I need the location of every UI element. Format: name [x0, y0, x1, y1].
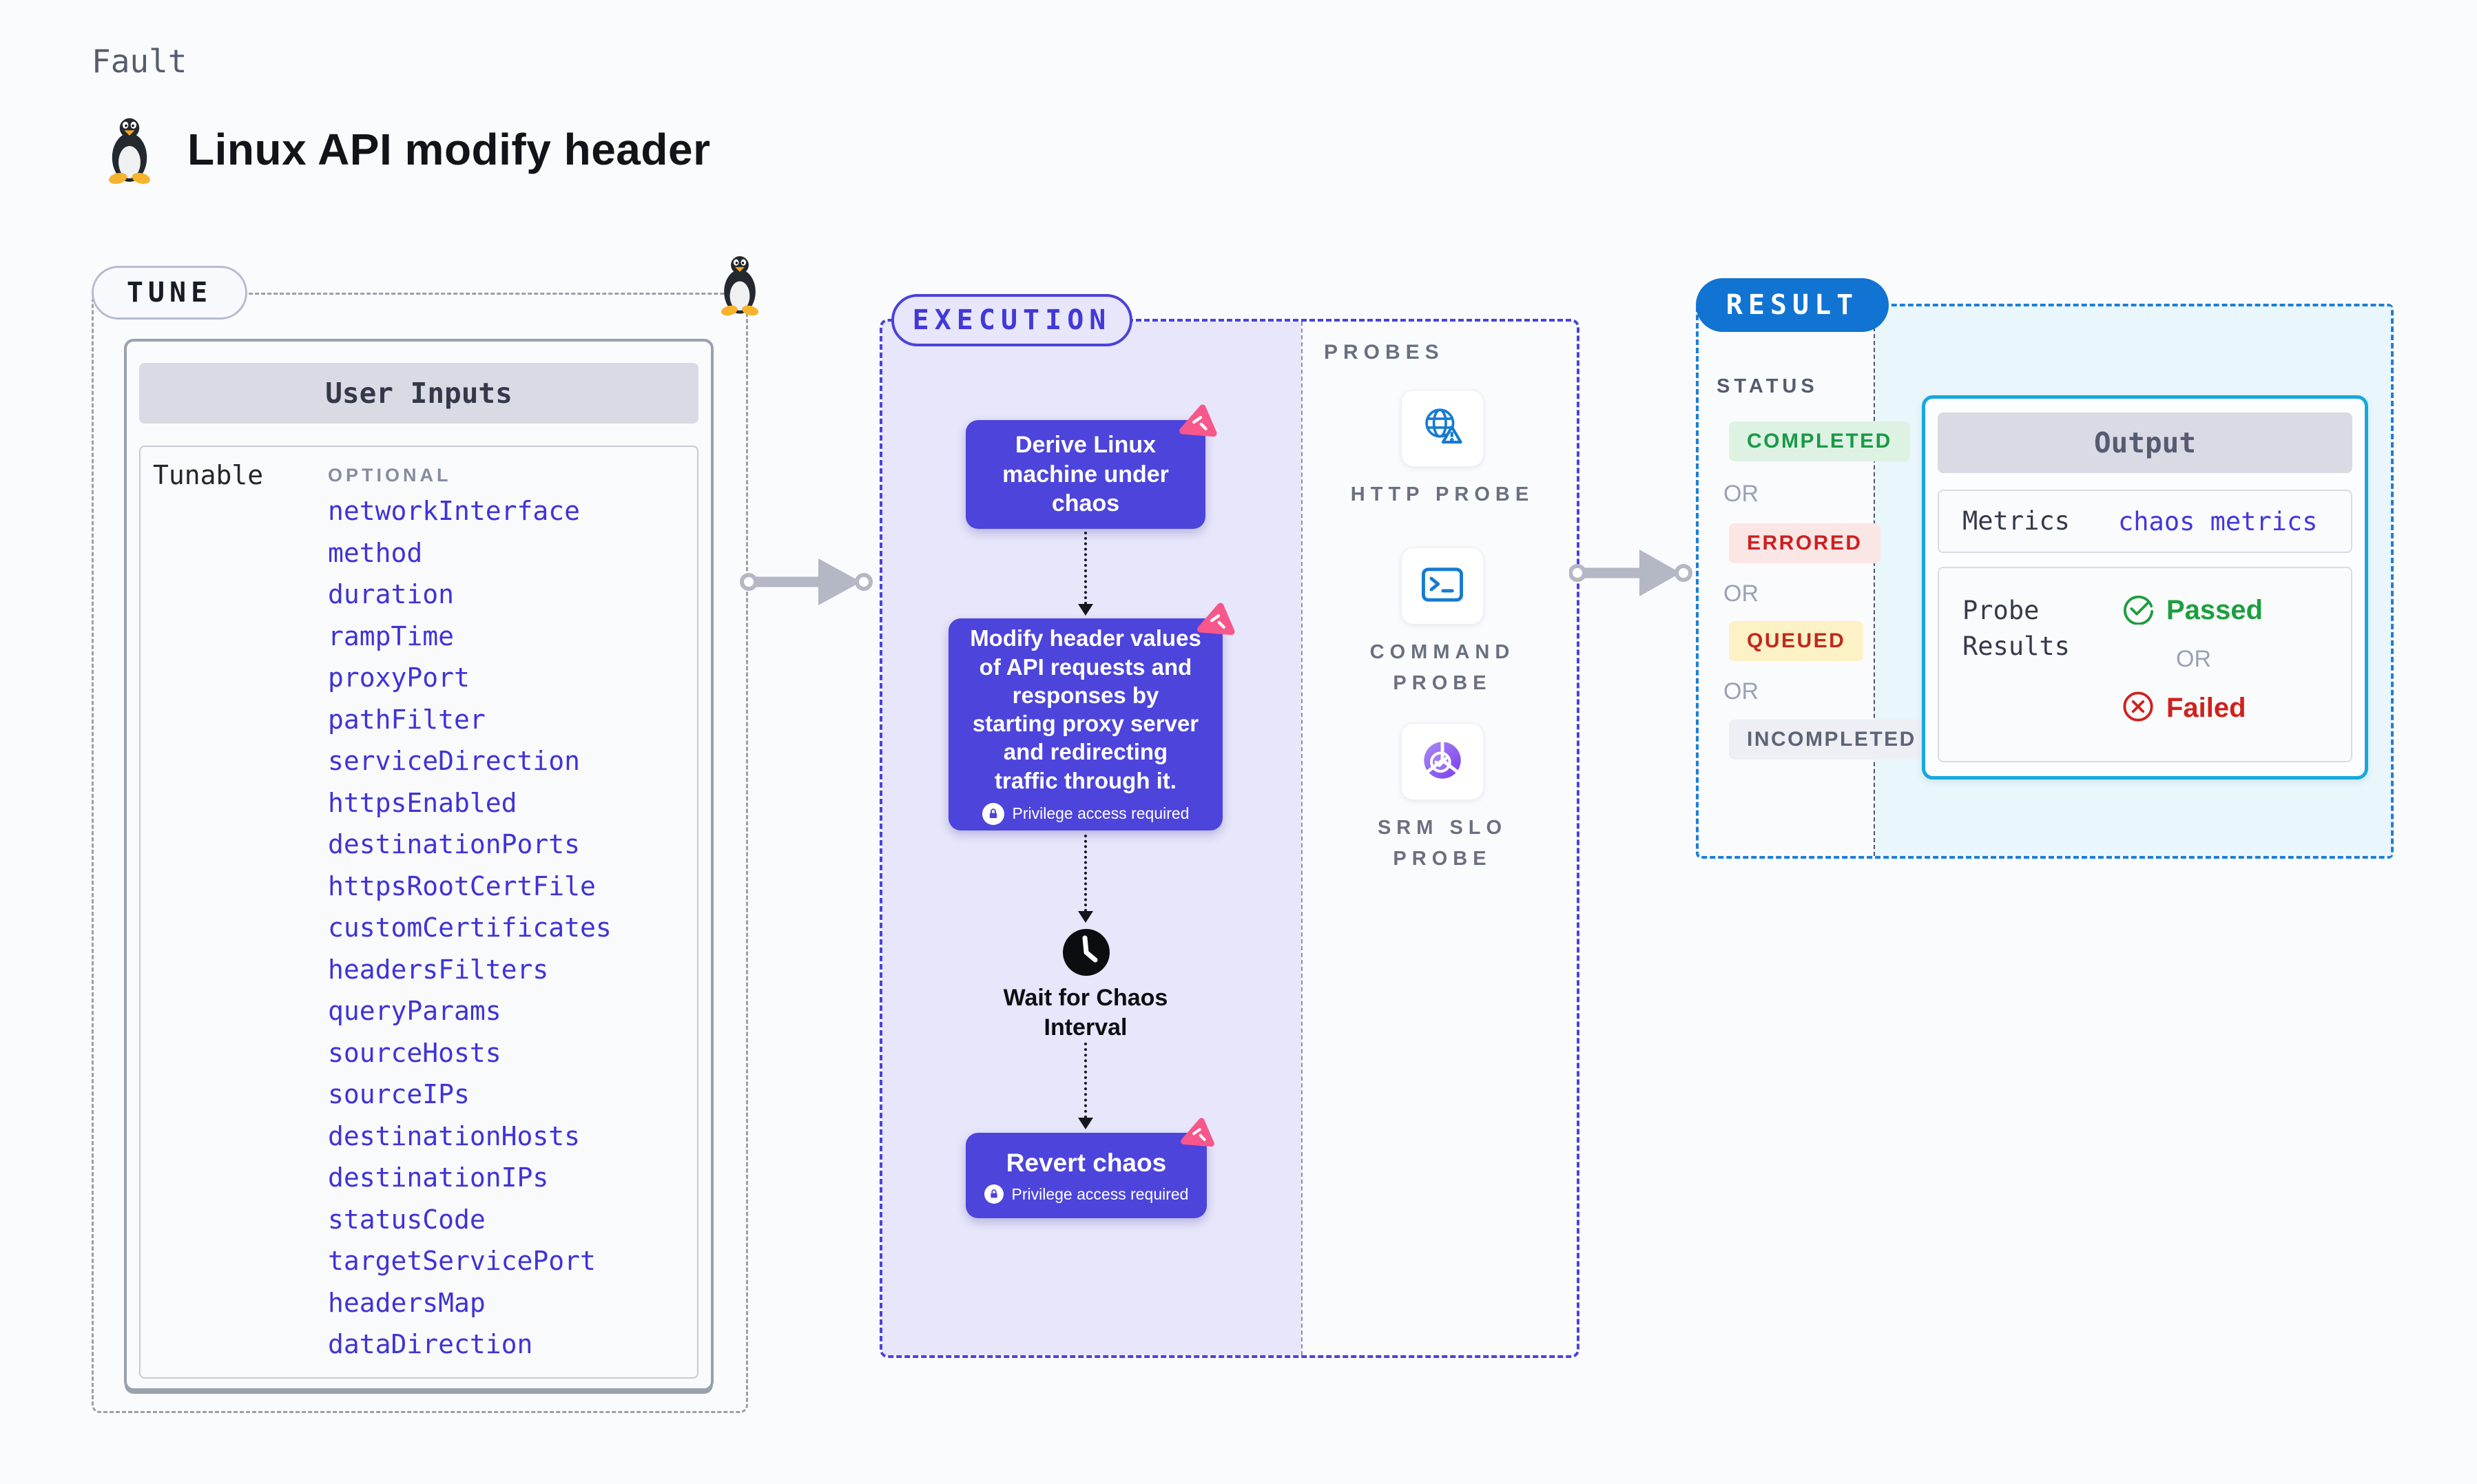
tunable-param-link[interactable]: headersMap: [328, 1287, 486, 1318]
tunable-param-link[interactable]: destinationHosts: [328, 1120, 581, 1151]
result-badge: RESULT: [1696, 278, 1889, 332]
check-circle-icon: [2122, 593, 2154, 628]
tunable-param-link[interactable]: sourceIPs: [328, 1079, 470, 1110]
tunable-param-link[interactable]: serviceDirection: [328, 746, 581, 777]
tunables-box: [139, 446, 698, 1379]
tunable-param-list: networkInterface method duration rampTime pr…: [328, 490, 686, 1366]
tunable-row-label: Tunable: [153, 460, 264, 490]
tunable-param-link[interactable]: pathFilter: [328, 704, 486, 735]
output-header: Output: [1938, 412, 2352, 473]
flow-arrow-down: [1074, 532, 1097, 616]
command-probe-label: COMMAND PROBE: [1369, 641, 1515, 694]
tunable-param-link[interactable]: targetServicePort: [328, 1246, 596, 1277]
tunable-param-link[interactable]: dataDirection: [328, 1329, 533, 1360]
derive-machine-node: Derive Linux machine under chaos: [966, 420, 1205, 529]
or-label: OR: [2176, 646, 2211, 672]
probes-divider: [1301, 322, 1303, 1355]
failed-label: Failed: [2166, 693, 2246, 723]
or-label: OR: [1723, 581, 1759, 607]
flow-arrow-down: [1074, 1043, 1097, 1129]
tunable-param-link[interactable]: headersFilters: [328, 954, 549, 985]
tunable-param-link[interactable]: statusCode: [328, 1204, 486, 1235]
clock-icon: [1062, 928, 1110, 976]
status-badge-errored: ERRORED: [1729, 523, 1880, 563]
srm-slo-probe-label: SRM SLO PROBE: [1377, 817, 1508, 870]
tunable-param-link[interactable]: queryParams: [328, 996, 501, 1027]
status-label: STATUS: [1717, 375, 1818, 397]
tunable-param-link[interactable]: destinationPorts: [328, 829, 581, 860]
output-card: Output Metrics chaos metrics Probe Resul…: [1922, 395, 2368, 780]
lock-icon: [982, 802, 1004, 825]
flow-arrow-down: [1074, 835, 1097, 923]
revert-chaos-label: Revert chaos: [1006, 1148, 1167, 1177]
page-title: Linux API modify header: [187, 125, 711, 174]
probe-results-values: Passed OR Failed: [2122, 593, 2263, 761]
wait-interval-label: Wait for Chaos Interval: [1003, 985, 1168, 1041]
http-probe-label: HTTP PROBE: [1350, 483, 1535, 505]
tunable-param-link[interactable]: duration: [328, 579, 455, 610]
or-label: OR: [1723, 481, 1759, 507]
modify-header-label: Modify header values of API requests and…: [970, 625, 1201, 793]
user-inputs-card: [124, 339, 714, 1391]
derive-machine-label: Derive Linux machine under chaos: [1002, 432, 1169, 517]
passed-label: Passed: [2166, 595, 2263, 625]
probe-results-label: Probe Results: [1962, 596, 2070, 661]
chaos-spark-icon: [1179, 404, 1219, 443]
terminal-icon: [1420, 566, 1464, 607]
status-badge-queued: QUEUED: [1729, 621, 1864, 661]
status-badge-completed: COMPLETED: [1729, 421, 1910, 461]
tunable-param-link[interactable]: networkInterface: [328, 496, 581, 527]
probes-section-label: PROBES: [1324, 341, 1444, 364]
tune-badge: TUNE: [92, 266, 247, 320]
tunable-param-link[interactable]: proxyPort: [328, 662, 470, 693]
chaos-spark-icon: [1181, 1117, 1216, 1153]
tunable-param-link[interactable]: method: [328, 537, 423, 568]
tunable-param-link[interactable]: sourceHosts: [328, 1037, 501, 1068]
privilege-row: Privilege access required: [982, 802, 1190, 825]
metrics-row: Metrics chaos metrics: [1938, 490, 2352, 553]
tunable-param-link[interactable]: httpsRootCertFile: [328, 870, 596, 901]
lock-icon: [984, 1184, 1004, 1204]
tunable-param-link[interactable]: customCertificates: [328, 912, 612, 943]
chaos-spark-icon: [1197, 602, 1237, 642]
linux-tux-icon: [101, 114, 158, 185]
globe-alert-icon: [1420, 404, 1465, 453]
srm-slo-probe-card: [1401, 723, 1484, 800]
chaos-metrics-link[interactable]: chaos metrics: [2118, 506, 2318, 536]
failed-row: Failed: [2122, 691, 2263, 726]
http-probe-card: [1401, 390, 1484, 467]
status-badge-incompleted: INCOMPLETED: [1729, 720, 1934, 760]
fault-kicker: Fault: [92, 43, 187, 80]
metrics-label: Metrics: [1962, 506, 2070, 536]
probe-results-row: Probe Results Passed OR: [1938, 567, 2352, 762]
tunable-param-link[interactable]: rampTime: [328, 620, 455, 651]
x-circle-icon: [2122, 691, 2154, 726]
optional-column-label: OPTIONAL: [328, 465, 452, 485]
tunable-param-link[interactable]: destinationIPs: [328, 1162, 549, 1193]
privilege-label: Privilege access required: [1011, 1184, 1189, 1203]
or-label: OR: [1723, 678, 1759, 704]
revert-chaos-node: Revert chaos Privilege access required: [966, 1133, 1207, 1218]
tune-to-execution-arrow: [740, 558, 873, 605]
privilege-row: Privilege access required: [984, 1184, 1189, 1204]
tunable-param-link[interactable]: httpsEnabled: [328, 787, 517, 818]
privilege-label: Privilege access required: [1012, 804, 1190, 823]
command-probe-card: [1401, 547, 1484, 625]
user-inputs-header: User Inputs: [139, 363, 698, 424]
passed-row: Passed: [2122, 593, 2263, 628]
slo-pie-check-icon: [1420, 738, 1464, 786]
execution-badge: EXECUTION: [891, 294, 1132, 346]
tune-section: [92, 293, 748, 1413]
linux-tux-icon: [714, 252, 766, 317]
modify-header-node: Modify header values of API requests and…: [949, 618, 1223, 830]
execution-to-result-arrow: [1569, 550, 1692, 596]
